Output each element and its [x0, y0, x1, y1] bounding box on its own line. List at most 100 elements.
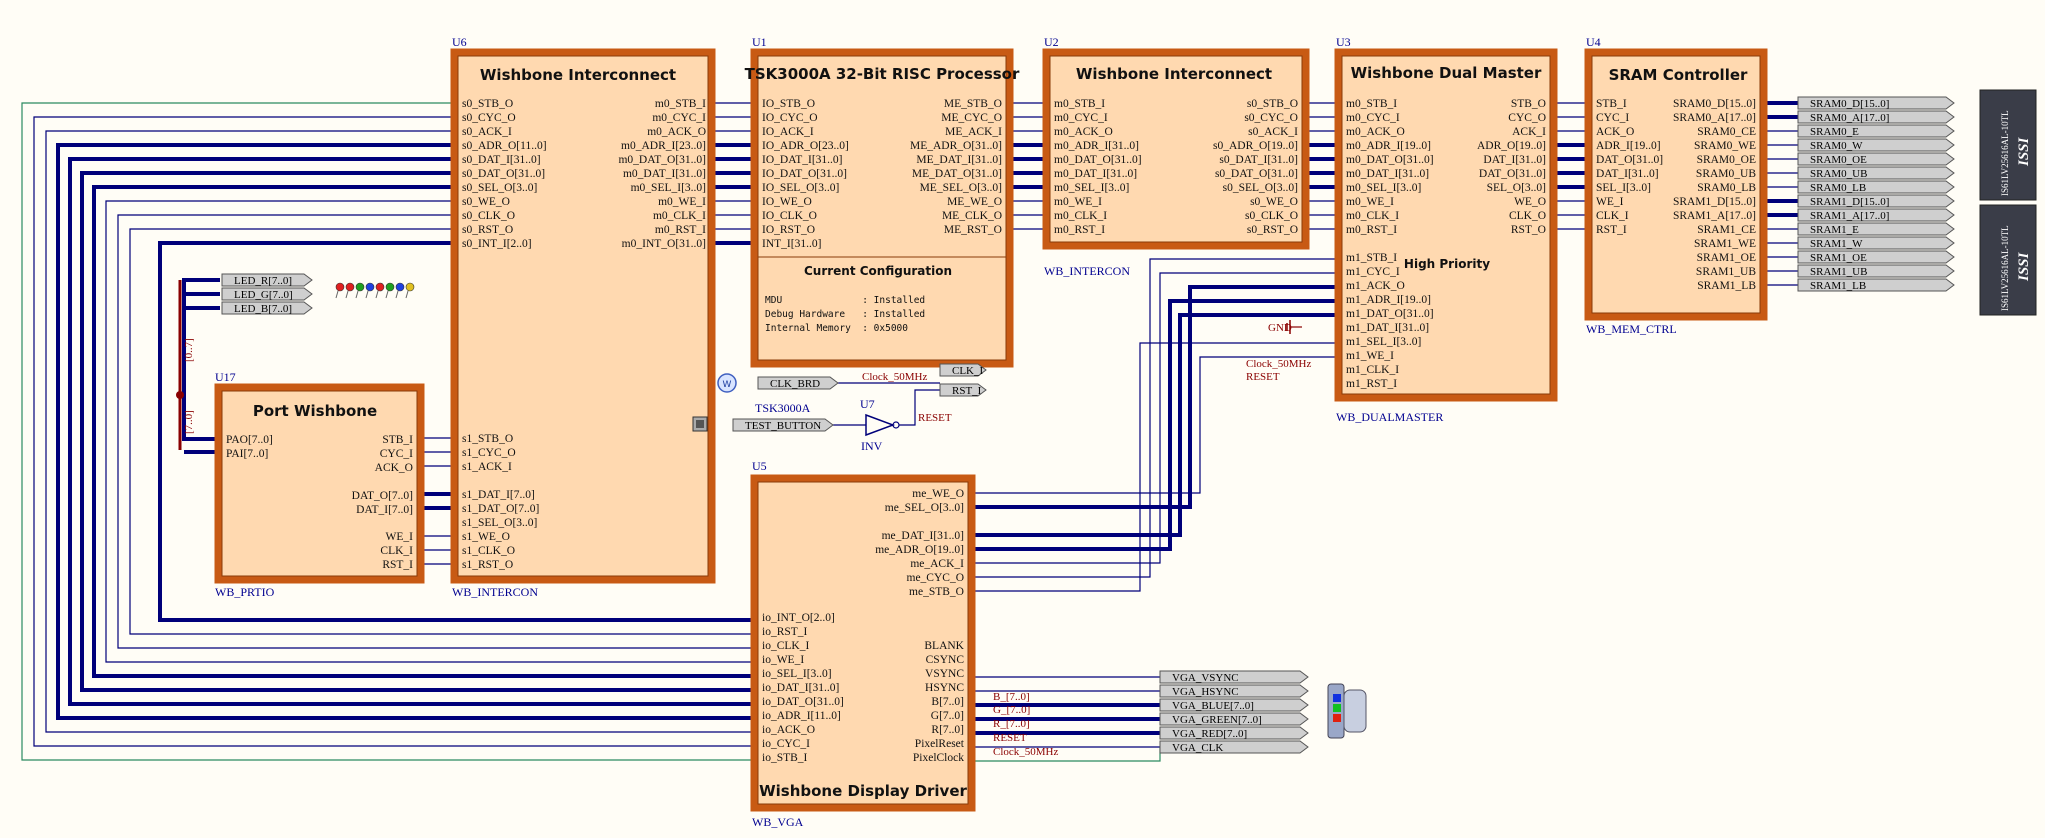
pin-label: m1_STB_I: [1346, 252, 1397, 264]
pin-label: IO_ADR_O[23..0]: [762, 140, 849, 152]
pin-label: CLK_O: [1509, 210, 1546, 222]
pin-label: m0_RST_I: [1054, 224, 1105, 236]
component-u5[interactable]: U5 Wishbone Display Driver WB_VGA me_WE_…: [750, 459, 976, 829]
clock-icon: W: [717, 373, 737, 393]
port-label: SRAM0_UB: [1810, 168, 1867, 180]
pin-label: INT_I[31..0]: [762, 238, 821, 250]
component-title: Wishbone Interconnect: [480, 66, 676, 84]
port-clk-brd[interactable]: CLK_BRD: [757, 376, 839, 390]
port-vga[interactable]: VGA_RED[7..0]: [1159, 726, 1309, 740]
port-label: SRAM0_D[15..0]: [1810, 98, 1889, 110]
pin-label: PAI[7..0]: [226, 448, 268, 460]
pin-label: SRAM1_A[17..0]: [1673, 210, 1756, 222]
port-sram[interactable]: SRAM0_UB: [1797, 166, 1955, 180]
pin-label: s0_WE_O: [462, 196, 510, 208]
component-u2[interactable]: U2 Wishbone Interconnect WB_INTERCON m0_…: [1042, 35, 1310, 278]
pin-label: m0_ADR_I[31..0]: [1054, 140, 1139, 152]
pin-label: s1_WE_O: [462, 531, 510, 543]
pin-label: m0_SEL_I[3..0]: [631, 182, 706, 194]
pin-label: io_CYC_I: [762, 738, 810, 750]
port-label: SRAM1_A[17..0]: [1810, 210, 1889, 222]
port-sram[interactable]: SRAM0_A[17..0]: [1797, 110, 1955, 124]
pin-list-left: IO_STB_OIO_CYC_OIO_ACK_IIO_ADR_O[23..0]I…: [762, 98, 849, 250]
pin-label: ME_CYC_O: [941, 112, 1002, 124]
pin-label: SRAM1_WE: [1694, 238, 1756, 250]
designator: U17: [215, 370, 236, 384]
pin-label: ME_DAT_I[31..0]: [916, 154, 1002, 166]
designator: U2: [1044, 35, 1059, 49]
pin-label: m0_ACK_O: [647, 126, 706, 138]
port-sram[interactable]: SRAM1_W: [1797, 236, 1955, 250]
pin-label: CLK_I: [380, 545, 413, 557]
port-label: VGA_HSYNC: [1172, 686, 1239, 698]
port-sram[interactable]: SRAM0_LB: [1797, 180, 1955, 194]
priority-label: High Priority: [1404, 257, 1490, 271]
inverter-u7[interactable]: U7 INV: [860, 397, 900, 453]
pin-label: s0_DAT_O[31..0]: [462, 168, 545, 180]
port-label: SRAM1_E: [1810, 224, 1859, 236]
svg-text:W: W: [723, 380, 732, 390]
port-sram[interactable]: SRAM0_OE: [1797, 152, 1955, 166]
component-u4[interactable]: U4 SRAM Controller WB_MEM_CTRL STB_ICYC_…: [1584, 35, 1768, 336]
port-label: SRAM1_LB: [1810, 280, 1866, 292]
port-label: VGA_CLK: [1172, 742, 1223, 754]
pin-label: SRAM0_UB: [1696, 168, 1756, 180]
pin-label: m0_DAT_I[31..0]: [623, 168, 706, 180]
pin-label: CSYNC: [926, 654, 965, 666]
port-vga[interactable]: VGA_HSYNC: [1159, 684, 1309, 698]
pin-label: ACK_I: [1512, 126, 1546, 138]
chip-brand: ISSI: [2016, 136, 2032, 167]
pin-list-left: STB_ICYC_IACK_OADR_I[19..0]DAT_O[31..0]D…: [1596, 98, 1663, 236]
net-label-r: R_[7..0]: [993, 718, 1030, 730]
port-vga[interactable]: VGA_CLK: [1159, 740, 1309, 754]
pin-label: m0_DAT_I[31..0]: [1346, 168, 1429, 180]
config-title: Current Configuration: [804, 264, 952, 278]
pin-label: io_DAT_I[31..0]: [762, 682, 839, 694]
port-led[interactable]: LED_R[7..0]: [221, 273, 313, 287]
pin-list-right: ME_STB_OME_CYC_OME_ACK_IME_ADR_O[31..0]M…: [910, 98, 1002, 236]
port-sram[interactable]: SRAM0_D[15..0]: [1797, 96, 1955, 110]
port-sram[interactable]: SRAM1_LB: [1797, 278, 1955, 292]
port-sram[interactable]: SRAM1_OE: [1797, 250, 1955, 264]
component-u6[interactable]: U6 Wishbone Interconnect WB_INTERCON s0_…: [450, 35, 716, 599]
port-test-button[interactable]: TEST_BUTTON: [732, 418, 834, 432]
port-label: RST_I: [952, 385, 982, 397]
port-sram[interactable]: SRAM1_E: [1797, 222, 1955, 236]
pin-label: SRAM1_UB: [1696, 266, 1756, 278]
pin-label: m0_ACK_O: [1054, 126, 1113, 138]
port-label: VGA_RED[7..0]: [1172, 728, 1247, 740]
pin-label: m1_DAT_O[31..0]: [1346, 308, 1434, 320]
designator: U4: [1586, 35, 1601, 49]
pin-label: ME_CLK_O: [942, 210, 1002, 222]
port-sram[interactable]: SRAM1_UB: [1797, 264, 1955, 278]
port-vga[interactable]: VGA_VSYNC: [1159, 670, 1309, 684]
pin-list-right: BLANKCSYNCVSYNCHSYNCB[7..0]G[7..0]R[7..0…: [913, 640, 965, 764]
pin-label: m0_STB_I: [655, 98, 706, 110]
port-label: SRAM1_UB: [1810, 266, 1867, 278]
port-led[interactable]: LED_G[7..0]: [221, 287, 313, 301]
pin-label: ME_ACK_I: [945, 126, 1002, 138]
port-vga[interactable]: VGA_GREEN[7..0]: [1159, 712, 1309, 726]
pin-label: me_ACK_I: [910, 558, 964, 570]
component-u1[interactable]: U1 TSK3000A 32-Bit RISC Processor TSK300…: [745, 35, 1020, 415]
pin-label: m0_INT_O[31..0]: [622, 238, 706, 250]
pin-clk[interactable]: CLK_I: [939, 363, 987, 377]
port-sram[interactable]: SRAM1_A[17..0]: [1797, 208, 1955, 222]
pin-label: ME_ADR_O[31..0]: [910, 140, 1002, 152]
port-led[interactable]: LED_B[7..0]: [221, 301, 313, 315]
pin-label: s0_SEL_O[3..0]: [462, 182, 537, 194]
pin-label: s1_ACK_I: [462, 461, 512, 473]
pin-label: m0_DAT_O[31..0]: [1346, 154, 1434, 166]
pin-label: s0_WE_O: [1250, 196, 1298, 208]
pin-label: m0_DAT_O[31..0]: [618, 154, 706, 166]
pin-label: s0_STB_O: [462, 98, 513, 110]
pin-label: s0_DAT_O[31..0]: [1215, 168, 1298, 180]
port-sram[interactable]: SRAM0_W: [1797, 138, 1955, 152]
wires: [21, 101, 1798, 762]
component-u3[interactable]: U3 Wishbone Dual Master High Priority WB…: [1334, 35, 1558, 424]
port-sram[interactable]: SRAM0_E: [1797, 124, 1955, 138]
port-sram[interactable]: SRAM1_D[15..0]: [1797, 194, 1955, 208]
port-vga[interactable]: VGA_BLUE[7..0]: [1159, 698, 1309, 712]
component-u17[interactable]: U17 Port Wishbone WB_PRTIO PAO[7..0]PAI[…: [214, 370, 425, 599]
pin-rst[interactable]: RST_I: [939, 383, 987, 397]
